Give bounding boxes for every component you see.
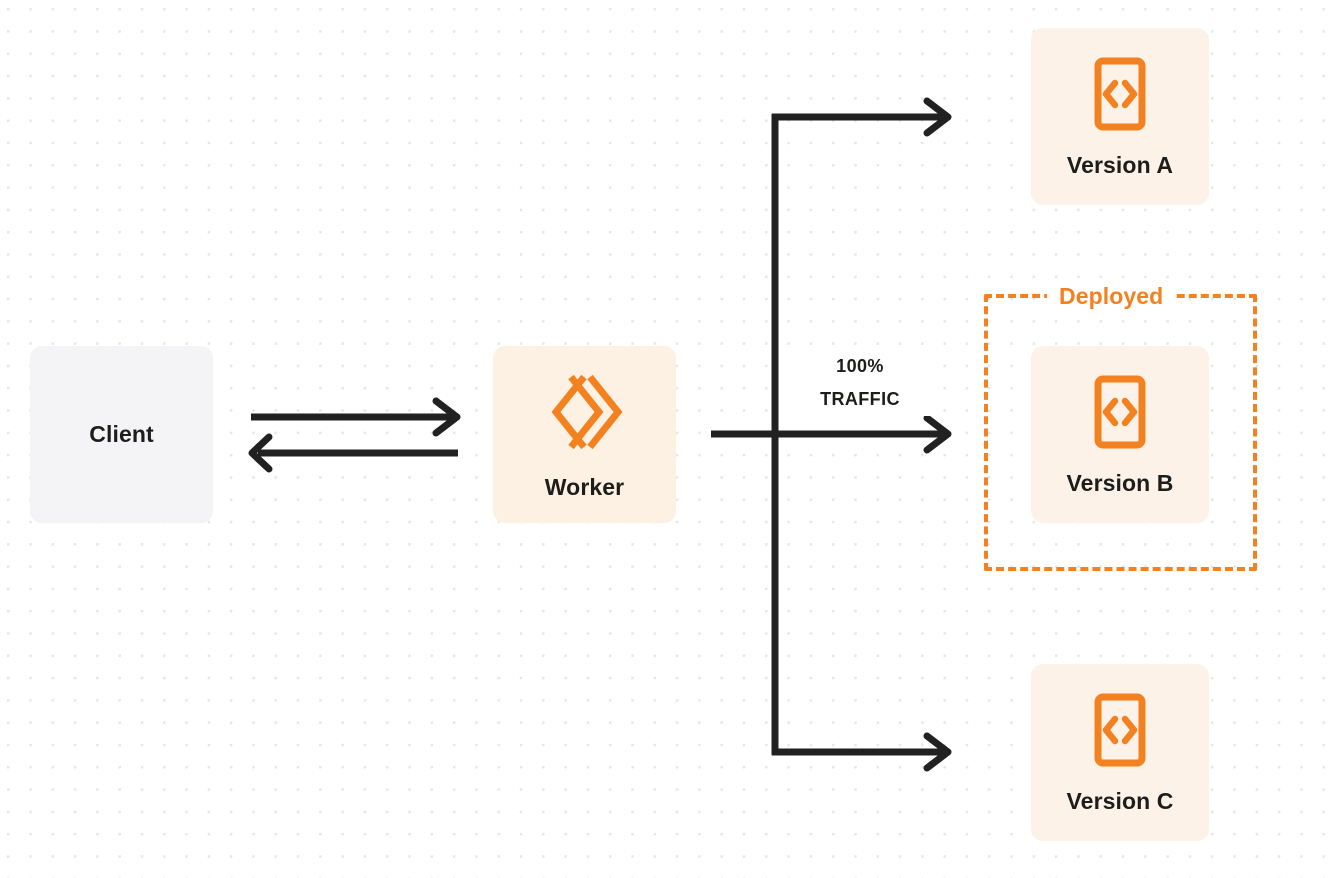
worker-node[interactable]: Worker [493, 346, 676, 523]
connector-worker-to-client [248, 433, 458, 473]
traffic-annotation: 100% TRAFFIC [780, 350, 940, 416]
code-file-icon [1090, 375, 1150, 454]
connector-to-version-b [711, 414, 952, 454]
client-label: Client [89, 421, 154, 447]
version-b-node[interactable]: Version B [1031, 346, 1209, 523]
version-a-label: Version A [1066, 151, 1174, 178]
worker-label: Worker [544, 473, 625, 500]
traffic-percent: 100% [836, 356, 884, 376]
connector-client-to-worker [251, 397, 461, 437]
deployed-badge: Deployed [1047, 283, 1176, 309]
connector-to-version-a [772, 97, 952, 137]
connector-to-version-c [772, 732, 952, 772]
code-file-icon [1090, 693, 1150, 772]
version-a-node[interactable]: Version A [1031, 28, 1209, 205]
client-node[interactable]: Client [30, 346, 213, 523]
version-c-node[interactable]: Version C [1031, 664, 1209, 841]
version-b-label: Version B [1066, 469, 1174, 496]
cloudflare-workers-logo-icon [546, 371, 624, 458]
code-file-icon [1090, 57, 1150, 136]
traffic-caption: TRAFFIC [820, 389, 900, 409]
version-c-label: Version C [1066, 787, 1174, 814]
